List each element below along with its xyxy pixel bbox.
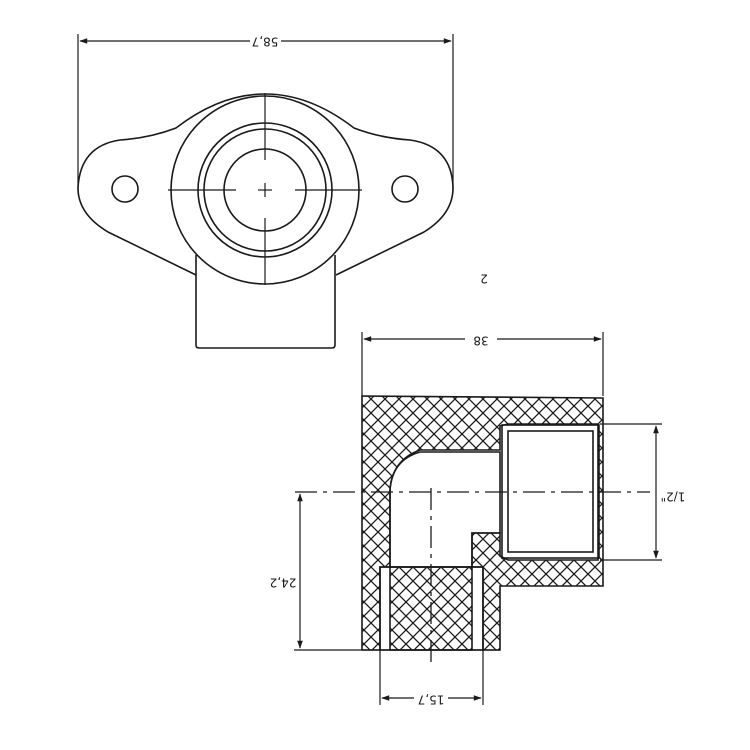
page-number: 2 <box>480 272 488 286</box>
dimension-label-24-2: 24,2 <box>270 576 297 590</box>
section-view: 38 1/2" 24,2 15,7 <box>270 332 686 707</box>
dimension-label-15-7: 15,7 <box>418 693 445 707</box>
dimension-label-38: 38 <box>473 334 488 348</box>
elbow-bore <box>389 451 501 568</box>
mounting-hole-right <box>391 175 419 203</box>
mounting-hole-left <box>111 175 139 203</box>
dimension-label-thread: 1/2" <box>661 490 686 504</box>
dimension-label-58-7: 58,7 <box>252 35 279 49</box>
top-view: 58,7 <box>77 34 454 349</box>
outlet-stub <box>195 255 336 349</box>
